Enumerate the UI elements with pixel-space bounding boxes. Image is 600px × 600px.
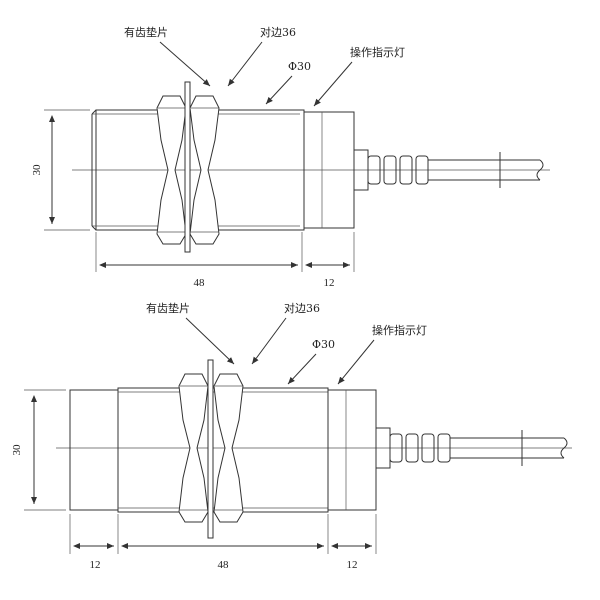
top-label-toothed-washer: 有齿垫片 (124, 25, 168, 39)
bottom-height-value: 30 (11, 444, 23, 456)
bottom-label-indicator-light: 操作指示灯 (372, 323, 427, 337)
top-length-dimensions: 48 12 (95, 232, 355, 289)
top-toothed-washer (184, 81, 191, 253)
bottom-label-diameter: Φ30 (312, 338, 335, 351)
bottom-cable-gland (376, 427, 568, 469)
top-cap-length-value: 12 (324, 277, 335, 289)
bottom-callouts: 有齿垫片 对边36 Φ30 操作指示灯 (146, 301, 427, 385)
bottom-drawing: 30 12 48 12 有齿垫片 对边36 Φ30 操作指示灯 (11, 301, 572, 571)
top-hex-nut-left (156, 95, 187, 245)
top-label-diameter: Φ30 (288, 60, 311, 73)
top-height-dimension: 30 (31, 109, 90, 231)
top-body-length-value: 48 (194, 277, 206, 289)
top-drawing: 30 48 12 有齿垫片 对边36 Φ30 操作指示灯 (31, 25, 550, 289)
bottom-height-dimension: 30 (11, 389, 66, 511)
top-label-indicator-light: 操作指示灯 (350, 45, 405, 59)
bottom-label-across-flats: 对边36 (284, 301, 320, 315)
bottom-cap-length-value: 12 (347, 559, 358, 571)
bottom-hex-nut-left (178, 373, 209, 523)
top-height-value: 30 (31, 164, 43, 176)
bottom-length-dimensions: 12 48 12 (69, 514, 377, 571)
top-hex-nut-right (189, 95, 220, 245)
top-cap-housing (303, 111, 355, 229)
bottom-front-section (69, 389, 119, 511)
bottom-cap-housing (327, 389, 377, 511)
top-callouts: 有齿垫片 对边36 Φ30 操作指示灯 (124, 25, 405, 107)
bottom-toothed-washer (207, 359, 214, 539)
bottom-label-toothed-washer: 有齿垫片 (146, 301, 190, 315)
bottom-body-length-value: 48 (218, 559, 230, 571)
top-cable-gland (354, 149, 544, 191)
bottom-hex-nut-right (213, 373, 244, 523)
top-label-across-flats: 对边36 (260, 25, 296, 39)
bottom-front-length-value: 12 (90, 559, 101, 571)
